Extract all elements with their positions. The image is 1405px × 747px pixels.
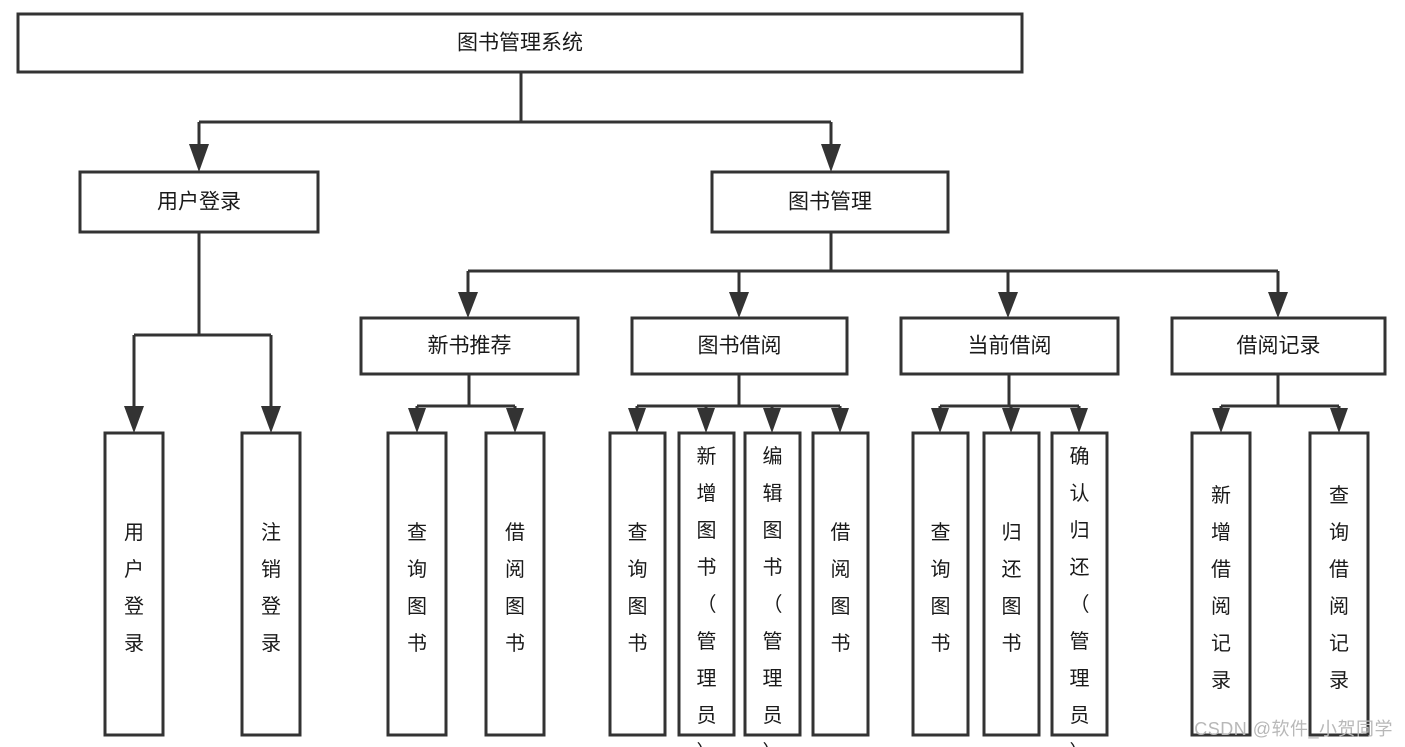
node-box-root[interactable] (16, 12, 1024, 74)
node-label-leaf-edit-book: 编辑图书（管理员） (763, 445, 783, 747)
node-box-borrow-record[interactable] (1170, 316, 1387, 376)
node-leaf-add-book[interactable]: 新增图书（管理员） (677, 431, 736, 747)
node-label-leaf-borrow-book-2: 借阅图书 (831, 521, 851, 655)
node-leaf-confirm-return[interactable]: 确认归还（管理员） (1050, 431, 1109, 747)
arrowhead-user-login-to-leaf2 (261, 406, 281, 433)
node-borrow-record[interactable]: 借阅记录 (1170, 316, 1387, 376)
node-box-leaf-user-login[interactable] (103, 431, 165, 737)
node-label-leaf-query-record: 查询借阅记录 (1329, 484, 1349, 692)
node-label-borrow-record: 借阅记录 (1237, 335, 1321, 358)
node-book-borrow[interactable]: 图书借阅 (630, 316, 849, 376)
node-leaf-logout[interactable]: 注销登录 (240, 431, 302, 737)
node-leaf-add-record[interactable]: 新增借阅记录 (1190, 431, 1252, 737)
node-box-leaf-query-book-3[interactable] (911, 431, 970, 737)
node-leaf-edit-book[interactable]: 编辑图书（管理员） (743, 431, 802, 747)
node-label-book-borrow: 图书借阅 (698, 335, 782, 358)
arrowhead-bb-to-leaf2 (697, 408, 715, 433)
node-root[interactable]: 图书管理系统 (16, 12, 1024, 74)
node-leaf-query-record[interactable]: 查询借阅记录 (1308, 431, 1370, 737)
arrowhead-nbr-to-leaf2 (506, 408, 524, 433)
watermark-text: CSDN @软件_小贺同学 (1194, 719, 1393, 739)
connector-layer (124, 72, 1348, 433)
node-label-leaf-return-book: 归还图书 (1002, 521, 1022, 655)
node-box-book-borrow[interactable] (630, 316, 849, 376)
node-leaf-user-login[interactable]: 用户登录 (103, 431, 165, 737)
node-current-borrow[interactable]: 当前借阅 (899, 316, 1120, 376)
node-leaf-borrow-book-1[interactable]: 借阅图书 (484, 431, 546, 737)
node-box-leaf-query-book-2[interactable] (608, 431, 667, 737)
node-user-login[interactable]: 用户登录 (78, 170, 320, 234)
arrowhead-bm-to-borrow-record (1268, 292, 1288, 318)
node-box-leaf-query-record[interactable] (1308, 431, 1370, 737)
node-new-book-recommend[interactable]: 新书推荐 (359, 316, 580, 376)
node-leaf-query-book-3[interactable]: 查询图书 (911, 431, 970, 737)
arrowhead-cb-to-leaf1 (931, 408, 949, 433)
node-box-leaf-add-record[interactable] (1190, 431, 1252, 737)
arrowhead-bm-to-new-book-recommend (458, 292, 478, 318)
node-box-current-borrow[interactable] (899, 316, 1120, 376)
arrowhead-bb-to-leaf3 (763, 408, 781, 433)
node-layer: 图书管理系统用户登录图书管理新书推荐图书借阅当前借阅借阅记录用户登录注销登录查询… (16, 12, 1387, 747)
node-label-book-management: 图书管理 (788, 191, 872, 214)
node-box-book-management[interactable] (710, 170, 950, 234)
arrowhead-root-to-user-login (189, 144, 209, 172)
node-label-leaf-query-book-3: 查询图书 (931, 521, 951, 655)
node-label-current-borrow: 当前借阅 (968, 335, 1052, 358)
node-leaf-query-book-2[interactable]: 查询图书 (608, 431, 667, 737)
node-box-leaf-query-book-1[interactable] (386, 431, 448, 737)
node-label-new-book-recommend: 新书推荐 (428, 335, 512, 358)
node-box-leaf-confirm-return[interactable] (1050, 431, 1109, 737)
node-label-leaf-borrow-book-1: 借阅图书 (505, 521, 525, 655)
node-label-leaf-user-login: 用户登录 (124, 522, 144, 655)
arrowhead-nbr-to-leaf1 (408, 408, 426, 433)
arrowhead-cb-to-leaf3 (1070, 408, 1088, 433)
node-label-leaf-add-book: 新增图书（管理员） (697, 445, 717, 747)
node-label-leaf-add-record: 新增借阅记录 (1211, 484, 1231, 692)
arrowhead-user-login-to-leaf1 (124, 406, 144, 433)
node-label-root: 图书管理系统 (457, 32, 583, 55)
node-box-user-login[interactable] (78, 170, 320, 234)
node-label-user-login: 用户登录 (157, 191, 241, 214)
node-label-leaf-confirm-return: 确认归还（管理员） (1070, 445, 1090, 747)
node-leaf-return-book[interactable]: 归还图书 (982, 431, 1041, 737)
arrowhead-root-to-book-management (821, 144, 841, 172)
arrowhead-bm-to-current-borrow (998, 292, 1018, 318)
arrowhead-cb-to-leaf2 (1002, 408, 1020, 433)
node-label-leaf-query-book-1: 查询图书 (407, 521, 427, 655)
node-box-leaf-borrow-book-2[interactable] (811, 431, 870, 737)
node-box-leaf-add-book[interactable] (677, 431, 736, 737)
arrowhead-br-to-leaf2 (1330, 408, 1348, 433)
node-leaf-query-book-1[interactable]: 查询图书 (386, 431, 448, 737)
node-box-leaf-edit-book[interactable] (743, 431, 802, 737)
arrowhead-bm-to-book-borrow (729, 292, 749, 318)
arrowhead-bb-to-leaf1 (628, 408, 646, 433)
node-box-leaf-logout[interactable] (240, 431, 302, 737)
node-box-leaf-return-book[interactable] (982, 431, 1041, 737)
node-box-new-book-recommend[interactable] (359, 316, 580, 376)
arrowhead-bb-to-leaf4 (831, 408, 849, 433)
node-book-management[interactable]: 图书管理 (710, 170, 950, 234)
node-label-leaf-logout: 注销登录 (261, 521, 281, 655)
node-label-leaf-query-book-2: 查询图书 (628, 521, 648, 655)
arrowhead-br-to-leaf1 (1212, 408, 1230, 433)
node-leaf-borrow-book-2[interactable]: 借阅图书 (811, 431, 870, 737)
node-box-leaf-borrow-book-1[interactable] (484, 431, 546, 737)
